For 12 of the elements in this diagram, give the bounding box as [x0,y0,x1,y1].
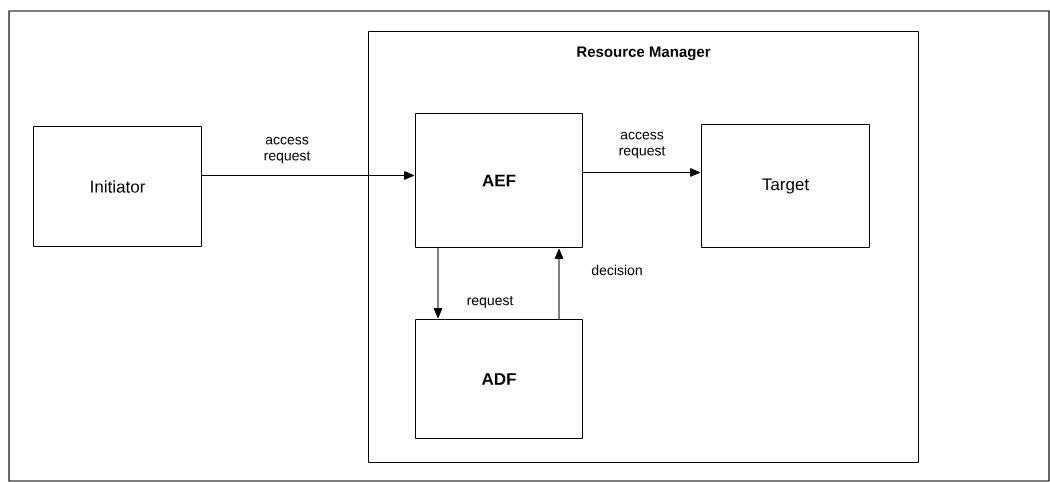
arrow [201,171,415,180]
edge-label: decision [591,264,642,276]
arrow [554,248,564,320]
arrow [582,168,701,177]
edge-label: access request [264,136,311,164]
arrow [433,247,443,319]
process-box: ADF [415,319,583,439]
process-box: Initiator [33,126,202,247]
edge-label: access request [619,131,666,159]
process-box: AEF [415,113,583,248]
process-box: Target [701,124,870,248]
edge-label: request [467,296,514,308]
